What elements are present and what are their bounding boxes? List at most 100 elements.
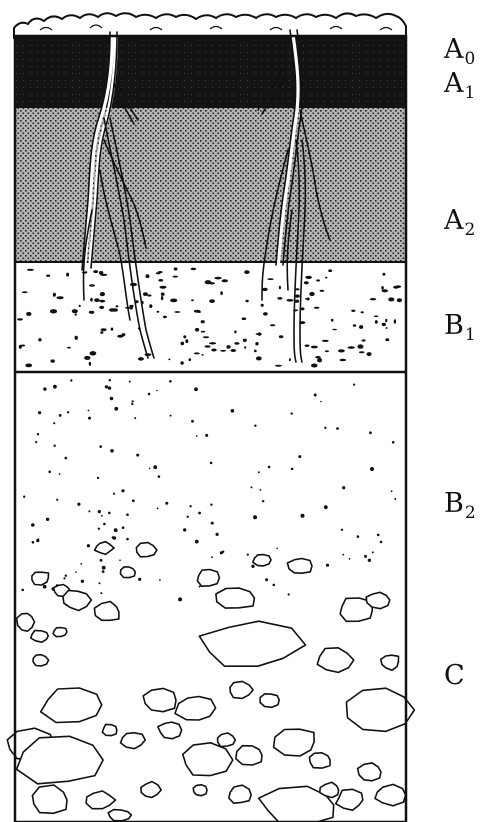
b1-speck <box>242 317 247 320</box>
b2-dot <box>195 540 199 544</box>
b2-dot <box>342 486 345 489</box>
b1-speck <box>244 346 246 348</box>
b1-speck <box>370 298 376 300</box>
b2-dot <box>370 467 374 471</box>
c-stone <box>236 746 262 765</box>
b1-speck <box>27 269 34 271</box>
b1-speck <box>168 359 170 361</box>
b1-speck <box>209 299 215 303</box>
b2-dot <box>134 417 136 419</box>
b1-speck <box>170 299 177 303</box>
b1-speck <box>385 338 389 341</box>
b2-dot <box>301 514 305 518</box>
b2-dot <box>100 559 103 562</box>
b1-speck <box>270 324 275 326</box>
b2-dot <box>148 393 151 396</box>
b1-speck <box>204 345 210 347</box>
b1-speck <box>267 278 274 280</box>
b2-dot <box>88 510 90 512</box>
b2-dot <box>77 503 80 506</box>
b1-speck <box>209 342 216 344</box>
b2-dot <box>194 387 198 391</box>
b1-speck <box>75 336 78 340</box>
b1-speck <box>157 311 160 313</box>
b1-speck <box>311 364 318 368</box>
b1-speck <box>161 296 163 300</box>
b2-dot <box>105 385 108 388</box>
b1-speck <box>317 358 322 362</box>
c-stone <box>32 572 49 585</box>
b2-dot <box>122 526 125 529</box>
b1-speck <box>94 298 100 302</box>
b2-dot <box>37 433 39 435</box>
c-stone <box>193 785 207 796</box>
b1-speck <box>301 307 305 310</box>
b2-dot <box>210 462 213 465</box>
label-a1: A1 <box>444 70 475 102</box>
c-stone <box>183 743 233 776</box>
b1-speck <box>375 320 378 324</box>
c-stone <box>381 655 399 670</box>
label-b1: B1 <box>444 312 476 344</box>
c-stone <box>358 763 381 781</box>
b1-speck <box>53 293 56 297</box>
b2-dot <box>156 390 158 392</box>
b2-dot <box>211 556 213 558</box>
b1-speck <box>138 357 144 361</box>
b1-speck <box>277 297 282 300</box>
b1-speck <box>90 298 93 302</box>
b2-dot <box>392 441 395 444</box>
b2-dot <box>88 417 91 420</box>
c-stone <box>102 724 117 735</box>
b2-dot <box>159 579 161 581</box>
c-stone <box>95 542 115 555</box>
b2-dot <box>114 528 118 532</box>
c-stone <box>136 543 157 557</box>
b1-speck <box>22 291 28 293</box>
b2-dot <box>158 475 161 478</box>
b1-speck <box>89 362 91 366</box>
c-stone <box>199 621 305 666</box>
b2-dot <box>377 534 380 537</box>
b1-speck <box>38 338 41 341</box>
b1-speck <box>382 273 385 276</box>
label-b2: B2 <box>444 490 476 522</box>
c-stone <box>309 753 330 768</box>
b2-dot <box>337 427 339 429</box>
b2-dot <box>75 571 77 573</box>
b2-dot <box>23 496 25 498</box>
b2-dot <box>81 580 84 583</box>
c-stone <box>86 791 115 809</box>
b2-dot <box>320 401 322 403</box>
b1-speck <box>331 319 334 322</box>
b2-dot <box>165 502 168 505</box>
b2-dot <box>102 570 105 573</box>
b1-speck <box>328 269 332 272</box>
b1-speck <box>57 296 64 299</box>
b2-dot <box>189 505 191 507</box>
b1-speck <box>275 365 282 367</box>
b2-dot <box>326 564 329 567</box>
b2-dot <box>372 551 374 553</box>
b1-speck <box>99 300 105 303</box>
b2-dot <box>114 407 118 411</box>
c-stone <box>317 648 354 673</box>
b1-speck <box>362 339 366 341</box>
b2-dot <box>251 565 254 568</box>
b1-speck <box>385 319 387 322</box>
b2-dot <box>265 578 268 581</box>
b1-speck <box>111 328 114 331</box>
c-stone <box>32 785 67 813</box>
label-c: C <box>444 662 466 694</box>
b1-speck <box>315 356 321 358</box>
b2-dot <box>253 515 257 519</box>
b1-speck <box>311 346 318 349</box>
b2-dot <box>291 468 294 471</box>
b2-dot <box>187 516 189 518</box>
c-stone <box>218 733 236 747</box>
b1-speck <box>26 312 31 316</box>
b1-speck <box>279 335 284 338</box>
b1-speck <box>289 358 291 361</box>
b2-dot <box>46 518 49 521</box>
b1-speck <box>185 339 188 343</box>
